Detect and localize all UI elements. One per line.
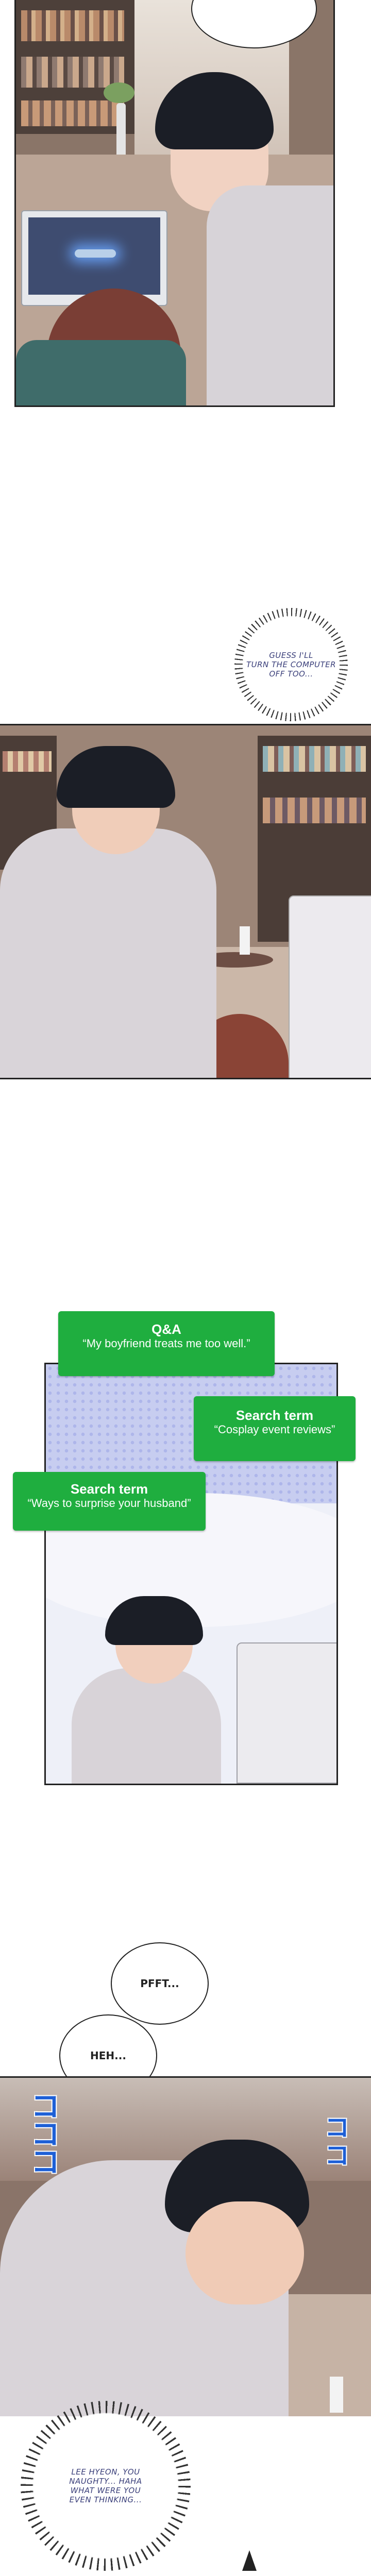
bubble-line: LEE HYEON, YOU [71,2467,140,2477]
search-card-title: Search term [235,1408,314,1423]
burst-outline [234,608,348,721]
thought-bubble-computer: GUESS I'LL TURN THE COMPUTER OFF TOO... [234,608,348,721]
books-row [21,100,124,126]
search-card-subtitle: “Ways to surprise your husband” [27,1497,191,1510]
character-man-hair [57,746,175,808]
thought-bubble-final: LEE HYEON, YOU NAUGHTY... HAHA WHAT WERE… [21,2401,191,2571]
sound-effect-right: コ コ [325,2113,350,2170]
bubble-text: LEE HYEON, YOU NAUGHTY... HAHA WHAT WERE… [69,2467,142,2504]
bubble-line: WHAT WERE YOU [70,2486,141,2495]
books-row [263,746,366,772]
lamp [330,2377,343,2413]
computer-monitor [21,210,167,306]
books-row [21,57,124,88]
books-row [263,798,366,823]
vase [116,103,126,160]
character-man-shirt [0,828,216,1078]
bubble-tail [242,2550,257,2571]
bubble-line: GUESS I'LL [269,651,313,660]
screen-glow [75,249,116,258]
computer-monitor-back [237,1642,336,1784]
bubble-line: OFF TOO... [269,669,313,679]
search-card-title: Q&A [151,1321,181,1337]
comic-panel-4: コ コ コ コ コ [0,2076,371,2416]
search-card-title: Search term [70,1481,148,1497]
bubble-text: HEH... [90,2049,126,2062]
character-woman-shirt [16,340,186,405]
plant-icon [104,82,134,103]
computer-monitor-back [289,895,371,1078]
bubble-text: PFFT... [140,1977,179,1990]
bubble-line: TURN THE COMPUTER [246,660,336,669]
lamp [240,926,250,955]
search-card-subtitle: “Cosplay event reviews” [214,1423,335,1436]
search-card-qa: Q&A “My boyfriend treats me too well.” [58,1311,275,1376]
search-card-surprise: Search term “Ways to surprise your husba… [13,1472,206,1531]
character-man-shirt [72,1668,221,1784]
bubble-line: EVEN THINKING... [69,2495,142,2504]
search-card-cosplay: Search term “Cosplay event reviews” [194,1396,356,1461]
character-man-hand-on-face [185,2201,304,2304]
books-row [3,751,52,772]
comic-panel-1 [14,0,335,407]
character-man-hair [105,1596,203,1645]
bubble-text: GUESS I'LL TURN THE COMPUTER OFF TOO... [246,651,336,679]
search-card-subtitle: “My boyfriend treats me too well.” [82,1337,250,1350]
burst-outline [21,2401,191,2571]
monitor-screen [28,217,160,295]
speech-bubble-pfft: PFFT... [111,1942,209,2025]
books-row [21,10,124,41]
bubble-line: NAUGHTY... HAHA [69,2477,142,2486]
character-man-shirt [207,185,333,405]
sound-effect-left: コ コ コ [31,2090,60,2179]
comic-panel-2 [0,724,371,1079]
